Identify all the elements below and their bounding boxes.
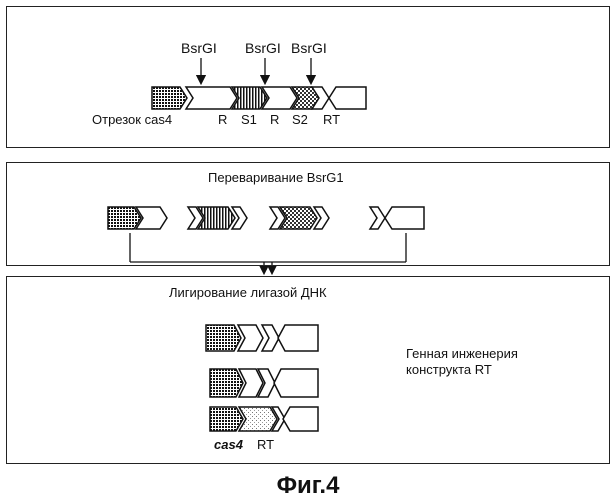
panel-ligation [6, 276, 610, 464]
ligation-title: Лигирование лигазой ДНК [169, 286, 327, 299]
engineering-note-line1: Генная инженерия [406, 347, 518, 360]
element-label-rt: RT [323, 113, 340, 126]
bottom-label-cas4: cas4 [214, 438, 243, 451]
bottom-label-rt: RT [257, 438, 274, 451]
element-label-r2: R [270, 113, 279, 126]
bsrgi-site-label-2: BsrGI [245, 41, 281, 55]
engineering-note-line2: конструкта RT [406, 363, 492, 376]
element-label-s2: S2 [292, 113, 308, 126]
digestion-title: Переваривание BsrG1 [208, 171, 344, 184]
bsrgi-site-label-3: BsrGI [291, 41, 327, 55]
cas4-segment-label: Отрезок cas4 [92, 113, 172, 126]
element-label-s1: S1 [241, 113, 257, 126]
element-label-r1: R [218, 113, 227, 126]
figure-caption: Фиг.4 [0, 472, 616, 500]
bsrgi-site-label-1: BsrGI [181, 41, 217, 55]
